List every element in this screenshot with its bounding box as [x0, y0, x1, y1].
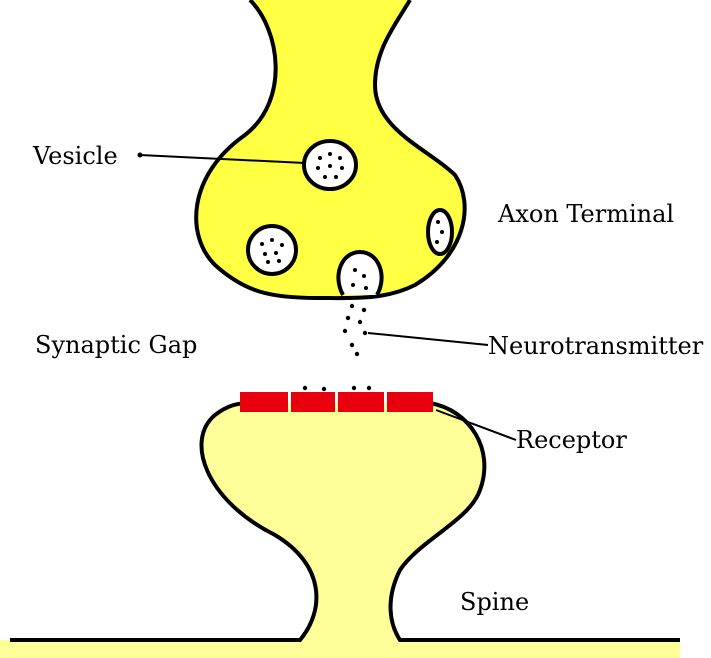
neurotransmitter-particles	[343, 304, 367, 356]
label-axon-terminal: Axon Terminal	[498, 202, 674, 226]
vesicle-left	[248, 226, 296, 274]
vesicle-pointer-dot	[138, 153, 143, 158]
label-synaptic-gap: Synaptic Gap	[35, 333, 197, 357]
label-vesicle: Vesicle	[33, 144, 118, 168]
label-receptor: Receptor	[516, 428, 627, 452]
label-neurotransmitter: Neurotransmitter	[488, 334, 703, 358]
vesicle-releasing	[338, 252, 381, 295]
vesicle-right	[428, 210, 452, 254]
bound-neurotransmitters	[303, 386, 371, 391]
vesicle-top	[304, 141, 356, 189]
label-spine: Spine	[460, 590, 529, 614]
